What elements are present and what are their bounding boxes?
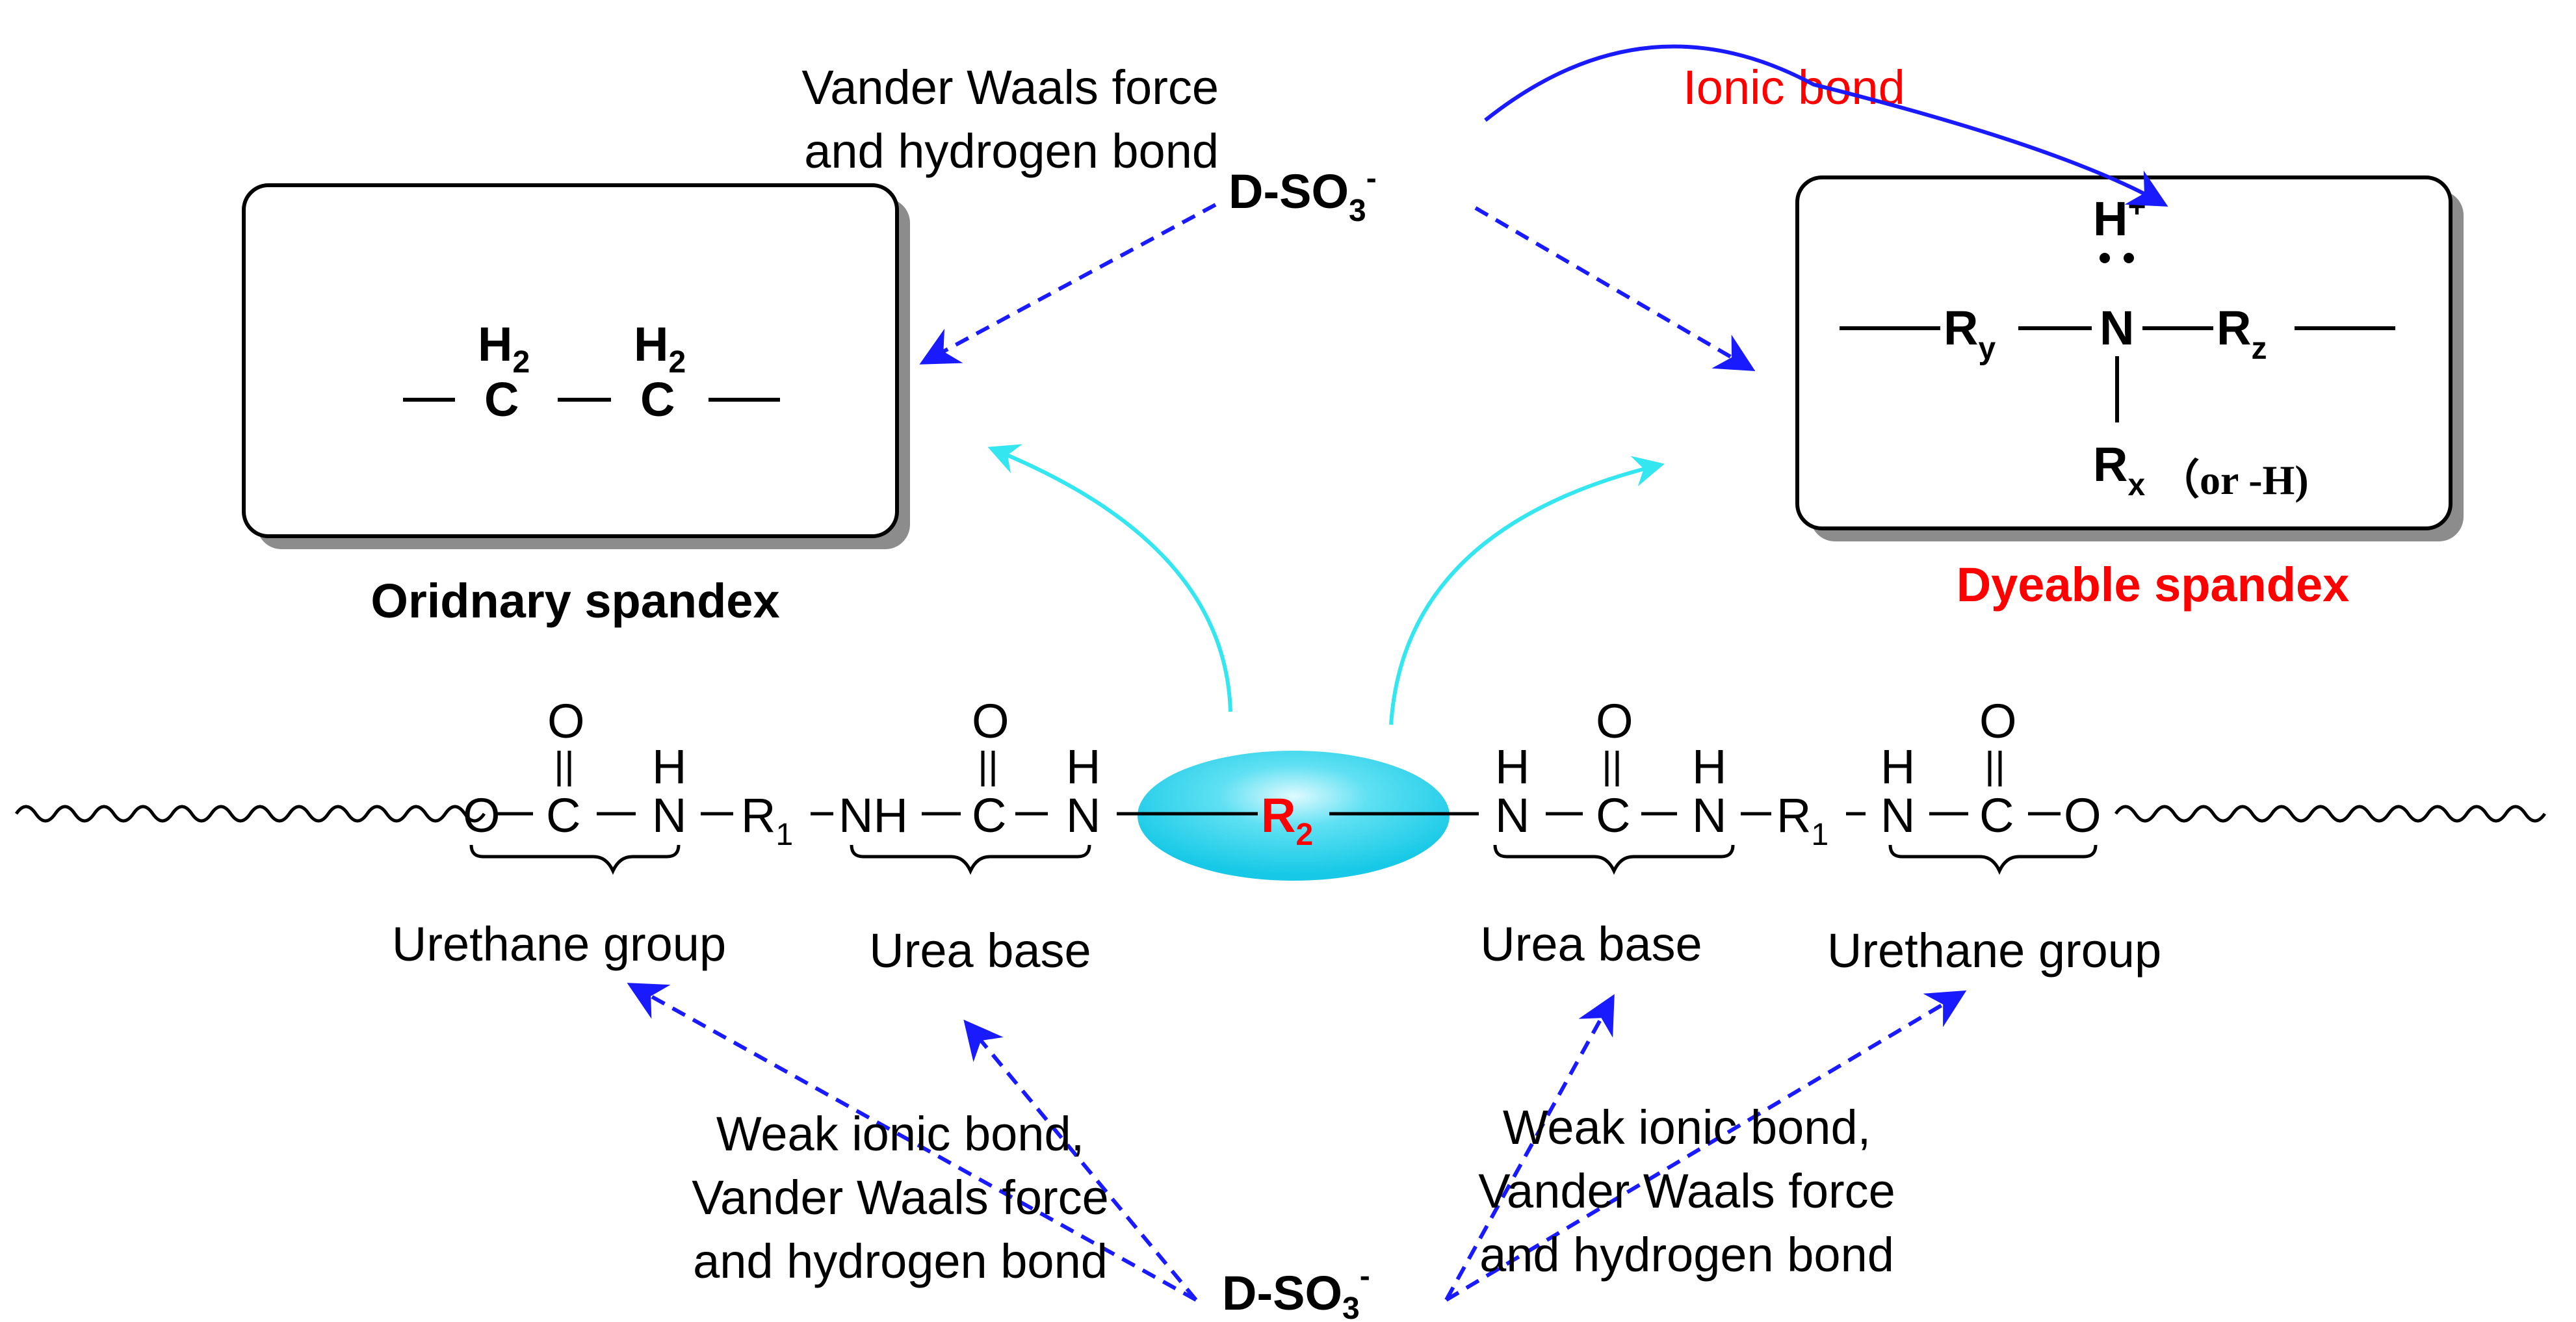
wavy-chain-left: [14, 805, 486, 823]
urea-carbon-right: C: [1596, 788, 1630, 842]
bottom-left-label-line2: Vander Waals force: [692, 1171, 1109, 1225]
urea-oxygen-right: O: [1596, 694, 1633, 748]
ester-oxygen-left: O: [463, 788, 501, 842]
vdw-label-line1: Vander Waals force: [801, 60, 1219, 114]
r-y: Ry: [1944, 301, 1996, 366]
urea-oxygen-left: O: [972, 694, 1009, 748]
ionic-bond-label: Ionic bond: [1683, 60, 1905, 114]
bottom-right-label-line1: Weak ionic bond,: [1503, 1100, 1871, 1154]
bottom-right-label-line3: and hydrogen bond: [1479, 1228, 1894, 1282]
urea-nitrogen-right-2: N: [1692, 788, 1726, 842]
carbonyl-carbon-1: C: [546, 788, 580, 842]
r1-right: R1: [1776, 788, 1828, 852]
r2-ellipse: [1138, 751, 1450, 881]
h2-left: H2: [478, 317, 530, 380]
vdw-label-line2: and hydrogen bond: [804, 124, 1219, 178]
amide-hydrogen-1: H: [652, 740, 686, 794]
bottom-right-label-line2: Vander Waals force: [1478, 1164, 1895, 1218]
brace-urethane-right: [1888, 844, 2098, 875]
r2-to-ordinary-arrow: [987, 444, 1232, 712]
ordinary-spandex-box: H2 H2 C C: [242, 183, 910, 549]
urea-base-right-label: Urea base: [1480, 917, 1702, 971]
amide-nitrogen-right: N: [1880, 788, 1915, 842]
urea-hydrogen-right-2: H: [1692, 740, 1726, 794]
carbonyl-oxygen-1: O: [547, 694, 585, 748]
r-x-alternative: （or -H): [2158, 457, 2309, 503]
r-z: Rz: [2217, 301, 2267, 366]
dyeable-spandex-caption: Dyeable spandex: [1957, 558, 2350, 612]
r2-to-dyeable-arrow: [1389, 456, 1665, 725]
carbonyl-carbon-right: C: [1979, 788, 2014, 842]
r-x: Rx: [2093, 437, 2145, 502]
dye-to-urea-left-arrow: [963, 1019, 1198, 1301]
wavy-chain-right: [2114, 805, 2547, 823]
urea-carbon-left: C: [972, 788, 1006, 842]
lone-pair-dot-1: [2100, 253, 2110, 263]
bottom-left-label-line1: Weak ionic bond,: [716, 1107, 1084, 1161]
dye-anion-bottom: D-SO3-: [1222, 1259, 1370, 1322]
h2-right: H2: [634, 317, 686, 380]
carbon-left: C: [484, 372, 519, 426]
brace-urethane-left: [469, 844, 681, 875]
ordinary-spandex-caption: Oridnary spandex: [371, 574, 779, 628]
dyeable-spandex-box: H+ Ry N Rz Rx （or -H): [1795, 175, 2464, 541]
brace-urea-left: [850, 844, 1091, 875]
polymer-chain: O C O N H R1 NH C O N H R2 N H C O N H R…: [14, 694, 2547, 881]
carbonyl-oxygen-right: O: [1979, 694, 2017, 748]
dye-to-ordinary-arrow: [919, 203, 1217, 365]
ester-oxygen-right: O: [2064, 788, 2101, 842]
r2-segment: R2: [1261, 788, 1313, 852]
urea-nh-left: NH: [839, 788, 908, 842]
urea-hydrogen-left: H: [1066, 740, 1100, 794]
urethane-group-right-label: Urethane group: [1827, 924, 2161, 978]
dye-to-dyeable-arrow: [1474, 206, 1756, 372]
amide-hydrogen-right: H: [1880, 740, 1915, 794]
dye-to-urethane-right-arrow: [1445, 990, 1967, 1302]
bottom-left-label-line3: and hydrogen bond: [693, 1234, 1108, 1288]
dye-to-urea-right-arrow: [1444, 994, 1615, 1301]
amide-nitrogen-1: N: [652, 788, 686, 842]
ionic-bond-arrow: [1484, 44, 2168, 207]
dye-to-urethane-left-arrow: [627, 983, 1197, 1302]
urea-hydrogen-right: H: [1495, 740, 1529, 794]
r1-left: R1: [741, 788, 793, 852]
carbon-right: C: [640, 372, 675, 426]
lone-pair-dot-2: [2124, 253, 2134, 263]
brace-urea-right: [1493, 844, 1735, 875]
amine-nitrogen: N: [2100, 301, 2134, 355]
urea-base-left-label: Urea base: [869, 924, 1091, 978]
dye-anion-top: D-SO3-: [1229, 161, 1377, 228]
urethane-group-left-label: Urethane group: [392, 917, 726, 971]
urea-nitrogen-left: N: [1066, 788, 1100, 842]
urea-nitrogen-right: N: [1495, 788, 1529, 842]
